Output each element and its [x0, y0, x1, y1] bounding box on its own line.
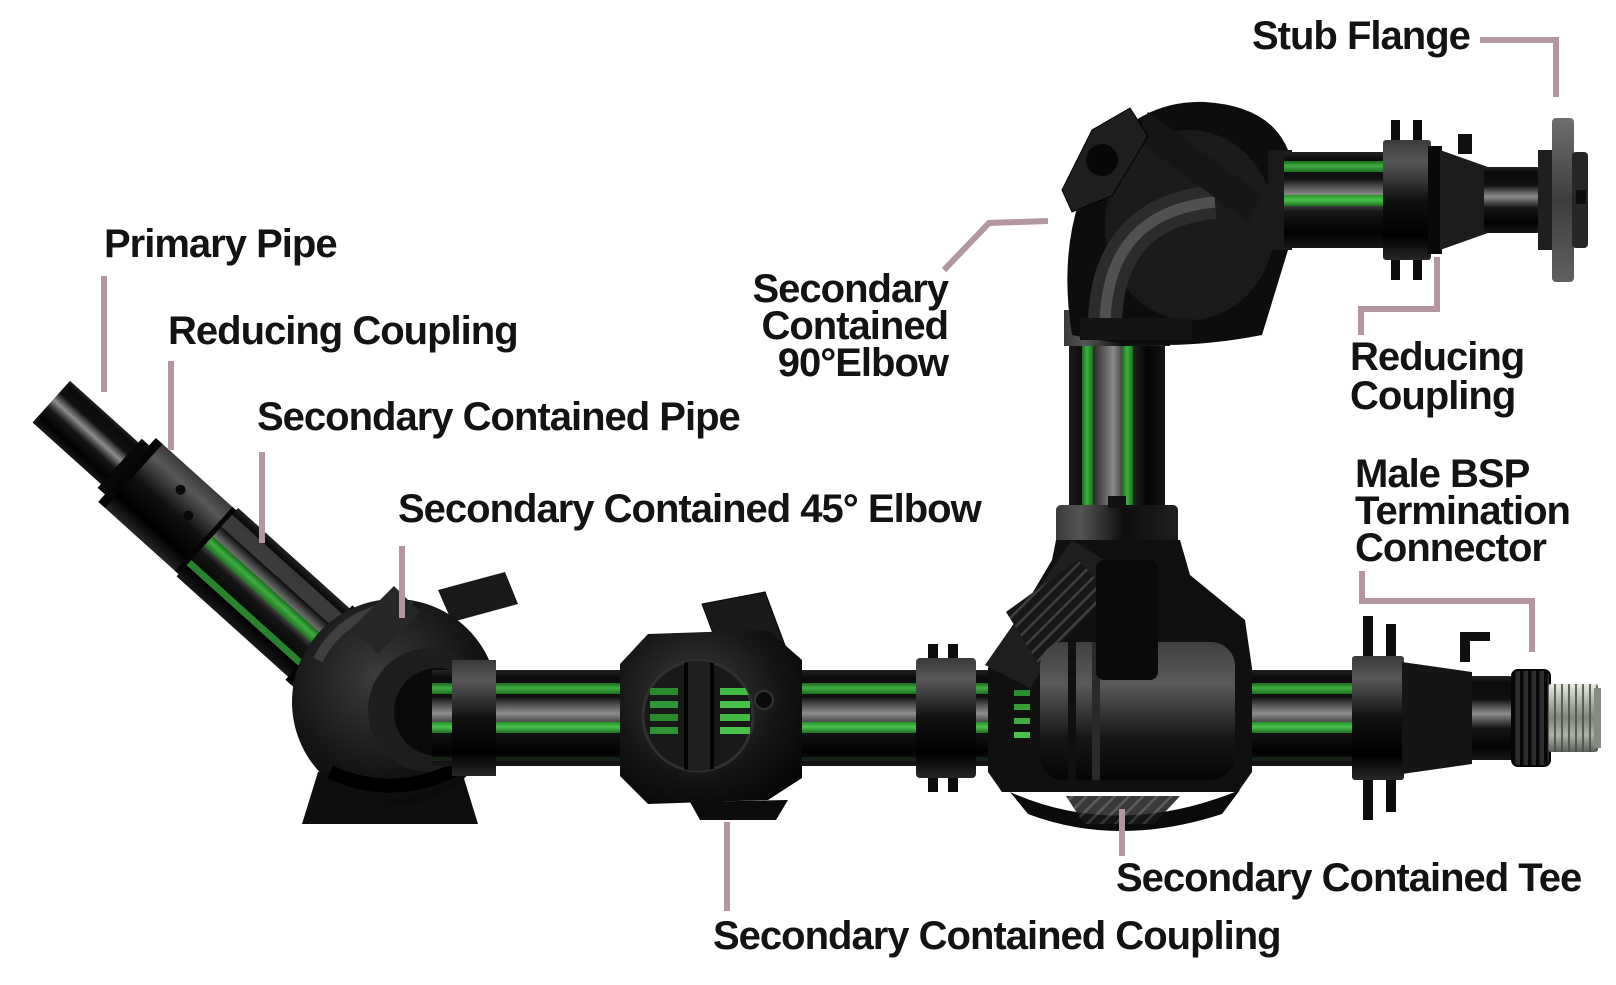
label-male-bsp-termination-connector: Male BSP Termination Connector — [1355, 452, 1571, 570]
connector-pin — [1363, 776, 1373, 820]
connector-vent-pin — [1460, 632, 1470, 662]
coupling-pin — [1391, 120, 1400, 144]
green-stripe — [1284, 161, 1444, 172]
connector-end-ring — [1594, 688, 1601, 748]
elbow-90-inner-arc — [1099, 196, 1216, 323]
connector-collar — [1352, 656, 1404, 780]
male-bsp-connector-graphic — [1352, 616, 1601, 820]
flange-plate — [1552, 118, 1574, 282]
elbow-45-tab — [438, 572, 518, 622]
tee-skirt — [1010, 790, 1240, 831]
label-secondary-contained-pipe: Secondary Contained Pipe — [257, 395, 741, 439]
tee-inner-band — [1068, 642, 1076, 780]
label-primary-pipe: Primary Pipe — [104, 222, 338, 266]
elbow-90-flange-bore — [1086, 144, 1118, 176]
coupling-pin — [1413, 256, 1422, 280]
label-reducing-coupling-left: Reducing Coupling — [168, 309, 519, 353]
connector-vent-arm — [1460, 632, 1490, 641]
coupling-window-detail — [650, 661, 750, 771]
reducing-coupling-right-graphic — [1383, 120, 1542, 280]
leader-male-bsp — [1359, 571, 1535, 652]
leader-lines — [101, 37, 1559, 911]
label-stub-flange: Stub Flange — [1252, 14, 1471, 58]
connector-pin — [1363, 616, 1373, 660]
flange-hub-left — [1538, 150, 1556, 250]
connector-thread-lines — [1548, 684, 1598, 752]
connector-nut — [1511, 669, 1551, 767]
secondary-contained-coupling-graphic — [620, 591, 802, 820]
pipe-sleeve — [452, 660, 496, 776]
coupling-rim — [174, 506, 240, 577]
elbow-45-shadow — [327, 759, 466, 793]
flange-notch — [1576, 190, 1586, 204]
label-reducing-coupling-right: Reducing Coupling — [1350, 335, 1525, 418]
label-secondary-contained-90-elbow: Secondary Contained 90°Elbow — [752, 267, 949, 385]
secondary-contained-tee-graphic — [985, 496, 1252, 831]
green-indicator-dots — [1014, 690, 1030, 738]
connector-neck — [1472, 676, 1518, 760]
pipe-highlight — [221, 514, 357, 639]
label-secondary-contained-tee: Secondary Contained Tee — [1116, 856, 1582, 900]
connector-pin — [1386, 624, 1396, 660]
secondary-contained-90-elbow-graphic — [1061, 101, 1292, 345]
fusion-terminal — [183, 510, 194, 521]
tee-inner-band — [1092, 642, 1100, 780]
label-secondary-contained-coupling: Secondary Contained Coupling — [713, 914, 1282, 958]
elbow-90-bottom-rim — [1080, 318, 1192, 340]
primary-pipe-rim — [97, 438, 151, 496]
tee-socket-pin — [1108, 496, 1126, 508]
green-stripe — [203, 536, 338, 659]
coupling-pin — [1413, 120, 1422, 144]
leader-stub-flange — [1480, 37, 1559, 97]
green-stripe — [432, 683, 1372, 694]
green-stripe — [432, 722, 1372, 733]
green-stripe — [186, 560, 317, 678]
tee-vertical-bore — [1096, 560, 1158, 680]
coupling-bottom-lip — [690, 800, 788, 820]
elbow-90-strap — [1134, 112, 1262, 222]
green-stripe-faint — [432, 757, 1372, 761]
green-stripe — [1122, 322, 1133, 522]
coupling-pin — [1391, 256, 1400, 280]
tee-inner-pipe — [1040, 642, 1235, 780]
coupling-collar — [1383, 140, 1431, 260]
flange-neck-pipe — [1484, 167, 1542, 233]
leader-90-elbow — [941, 218, 1049, 273]
reducer-cone — [1440, 150, 1488, 250]
primary-pipe-graphic — [32, 380, 145, 490]
vertical-pipe — [1069, 322, 1165, 522]
coupling-ring — [1428, 146, 1442, 254]
coupling-rim — [98, 437, 163, 508]
tee-cutaway-hatch — [1006, 560, 1108, 666]
connector-pin — [1386, 776, 1396, 812]
green-stripe — [1082, 322, 1093, 522]
fusion-terminal — [175, 484, 186, 495]
connector-taper — [1402, 662, 1472, 774]
leader-reducing-coupling-right — [1358, 257, 1440, 335]
cone-pin — [1458, 134, 1472, 154]
label-secondary-contained-45-elbow: Secondary Contained 45° Elbow — [398, 487, 982, 531]
pipe-sleeve-with-pins — [916, 644, 976, 792]
green-stripe — [1284, 195, 1444, 206]
coupling-bolt — [754, 690, 774, 710]
stub-flange-graphic — [1538, 118, 1588, 282]
